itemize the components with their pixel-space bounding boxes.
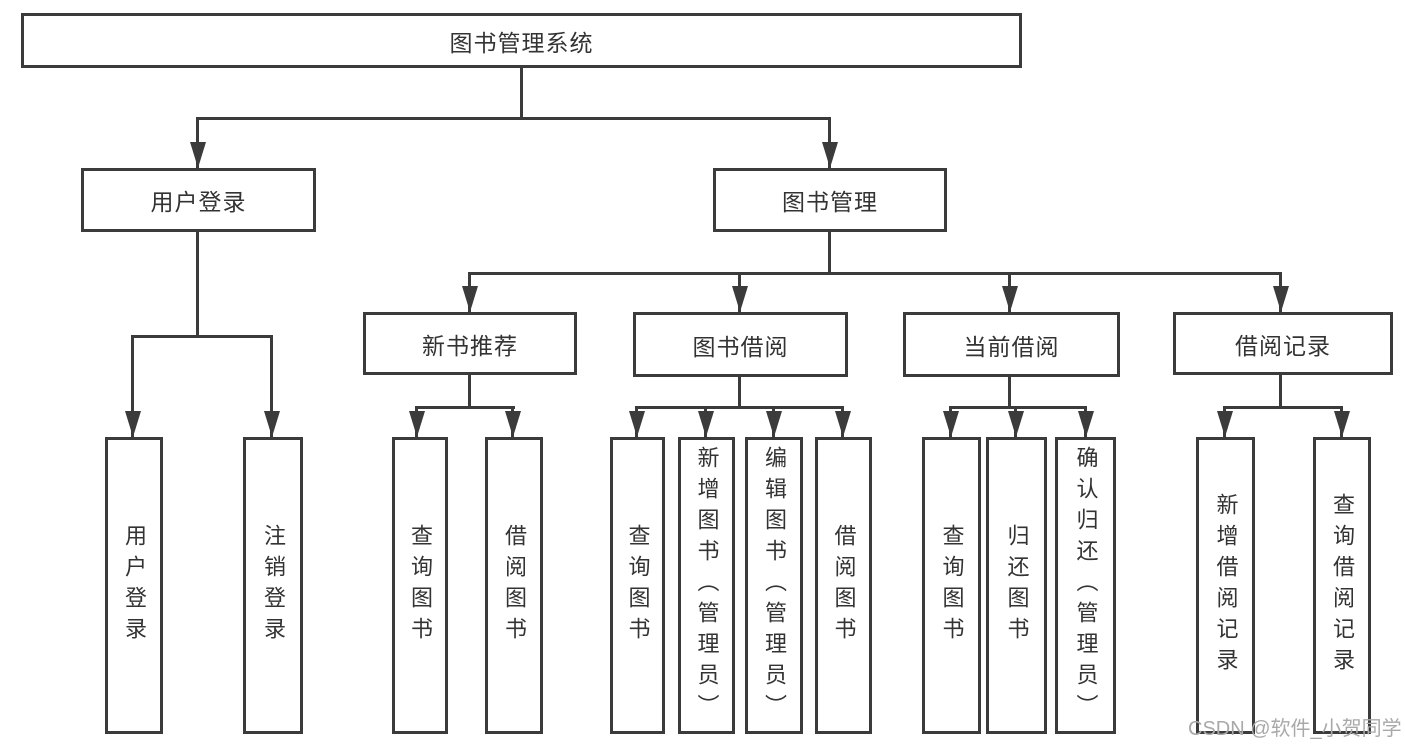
node-book-borrowing: 图书借阅	[633, 312, 848, 377]
connector-line	[270, 335, 273, 437]
node-label: 用户登录	[150, 189, 247, 215]
node-borrow-records: 借阅记录	[1173, 312, 1393, 375]
leaf-query-borrow-record: 查询借阅记录	[1313, 437, 1371, 734]
node-label: 图书管理	[782, 189, 878, 215]
arrow-down-icon	[822, 142, 838, 168]
connector-line	[1279, 375, 1282, 409]
leaf-label: 归还图书	[1004, 523, 1030, 648]
leaf-label: 查询图书	[625, 523, 651, 648]
arrow-down-icon	[1078, 411, 1094, 437]
leaf-label: 确认归还（管理员）	[1073, 446, 1099, 725]
leaf-borrow-books-recommend: 借阅图书	[485, 437, 543, 734]
leaf-label: 查询借阅记录	[1330, 492, 1355, 679]
connector-line	[1008, 377, 1011, 409]
leaf-query-books-borrowing: 查询图书	[610, 437, 665, 734]
node-user-login: 用户登录	[81, 168, 316, 232]
leaf-label: 借阅图书	[502, 523, 527, 648]
leaf-query-books-current: 查询图书	[922, 437, 981, 734]
arrow-down-icon	[698, 411, 714, 437]
arrow-down-icon	[1002, 286, 1018, 312]
leaf-label: 新增借阅记录	[1213, 492, 1239, 679]
arrow-down-icon	[835, 411, 851, 437]
leaf-query-books-recommend: 查询图书	[392, 437, 448, 734]
arrow-down-icon	[732, 286, 748, 312]
connector-line	[1223, 406, 1343, 409]
connector-line	[196, 232, 199, 338]
leaf-user-login: 用户登录	[105, 437, 163, 734]
connector-line	[520, 68, 523, 120]
leaf-confirm-return-admin: 确认归还（管理员）	[1055, 437, 1116, 734]
connector-line	[415, 406, 515, 409]
node-label: 当前借阅	[963, 333, 1060, 360]
leaf-label: 借阅图书	[831, 523, 857, 648]
leaf-label: 查询图书	[939, 523, 965, 648]
arrow-down-icon	[505, 411, 521, 437]
leaf-label: 用户登录	[122, 523, 147, 648]
node-book-management: 图书管理	[713, 168, 947, 232]
leaf-add-borrow-record: 新增借阅记录	[1196, 437, 1255, 734]
leaf-edit-books-admin: 编辑图书（管理员）	[745, 437, 803, 734]
connector-line	[131, 335, 134, 437]
leaf-return-books: 归还图书	[986, 437, 1047, 734]
arrow-down-icon	[766, 411, 782, 437]
connector-line	[635, 406, 844, 409]
leaf-borrow-books-borrowing: 借阅图书	[815, 437, 872, 734]
arrow-down-icon	[409, 411, 425, 437]
connector-line	[949, 406, 1086, 409]
node-label: 新书推荐	[422, 332, 518, 359]
arrow-down-icon	[1334, 411, 1350, 437]
arrow-down-icon	[190, 142, 206, 168]
connector-line	[738, 377, 741, 409]
arrow-down-icon	[1273, 286, 1289, 312]
node-label: 借阅记录	[1235, 332, 1331, 359]
leaf-label: 注销登录	[261, 523, 286, 648]
watermark: CSDN @软件_小贺同学	[1188, 718, 1402, 740]
arrow-down-icon	[1008, 411, 1024, 437]
connector-line	[468, 375, 471, 409]
leaf-add-books-admin: 新增图书（管理员）	[678, 437, 735, 734]
node-label: 图书借阅	[692, 333, 789, 360]
arrow-down-icon	[462, 286, 478, 312]
connector-line	[828, 232, 831, 275]
arrow-down-icon	[125, 411, 141, 437]
leaf-label: 查询图书	[408, 523, 433, 648]
leaf-label: 编辑图书（管理员）	[762, 446, 787, 725]
node-system-root: 图书管理系统	[21, 13, 1022, 68]
arrow-down-icon	[943, 411, 959, 437]
arrow-down-icon	[264, 411, 280, 437]
connector-line	[131, 335, 272, 338]
leaf-logout: 注销登录	[243, 437, 303, 734]
connector-line	[196, 117, 831, 120]
arrow-down-icon	[1217, 411, 1233, 437]
node-current-borrowing: 当前借阅	[903, 312, 1120, 377]
node-new-book-recommend: 新书推荐	[363, 312, 577, 375]
arrow-down-icon	[629, 411, 645, 437]
node-label: 图书管理系统	[449, 29, 594, 56]
leaf-label: 新增图书（管理员）	[694, 446, 720, 725]
connector-line	[468, 272, 1282, 275]
